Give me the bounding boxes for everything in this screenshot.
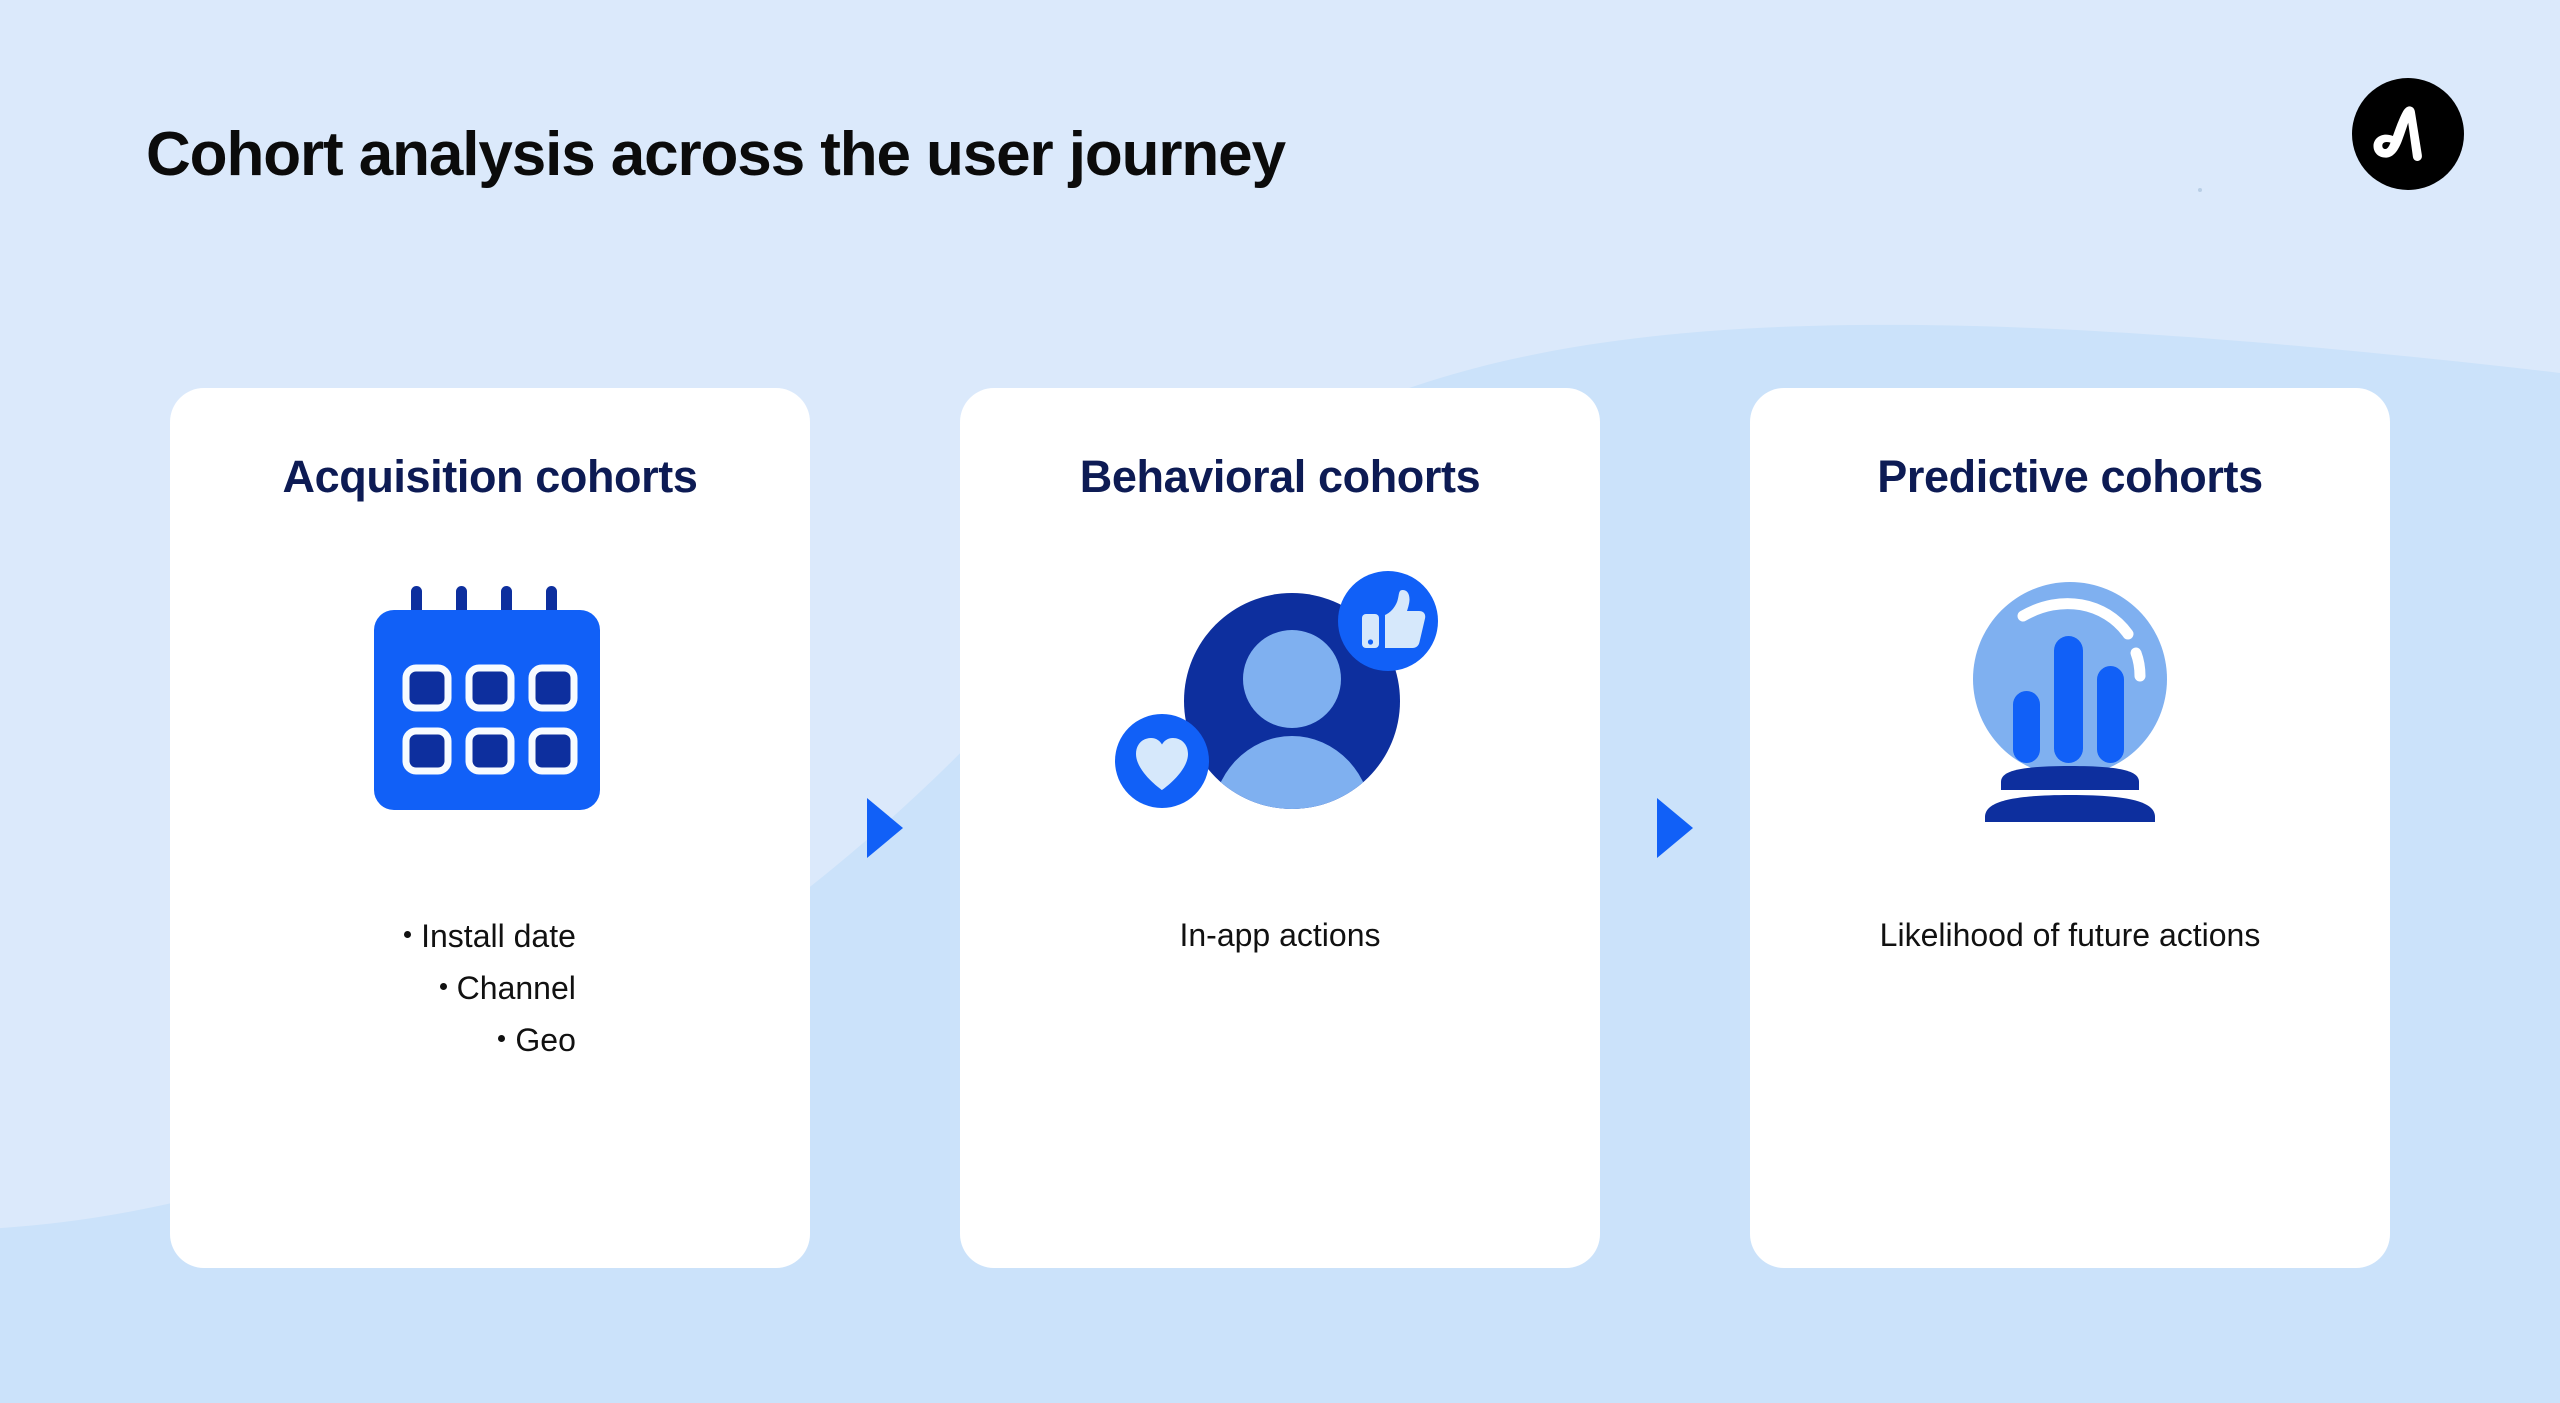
card-title: Behavioral cohorts: [1079, 451, 1481, 502]
card-body: Install date Channel Geo: [404, 911, 576, 1066]
amplitude-logo[interactable]: [2352, 78, 2464, 190]
card-body: Likelihood of future actions: [1879, 917, 2261, 954]
crystal-ball-chart-icon: [1955, 571, 2185, 831]
card-title: Predictive cohorts: [1877, 451, 2263, 502]
bullet-dot-icon: [439, 982, 447, 990]
card-predictive-cohorts[interactable]: Predictive cohorts: [1750, 388, 2390, 1268]
play-triangle-right-icon: [1657, 798, 1693, 858]
card-behavioral-cohorts[interactable]: Behavioral cohorts: [960, 388, 1600, 1268]
play-triangle-right-icon: [867, 798, 903, 858]
card-body: In-app actions: [1179, 917, 1381, 954]
list-item: Channel: [404, 963, 576, 1015]
calendar-icon: [370, 571, 610, 831]
list-item-label: Channel: [456, 969, 576, 1006]
user-engagement-icon: [1110, 571, 1450, 831]
flow-arrow-1: [810, 388, 960, 1268]
list-item: Install date: [404, 911, 576, 963]
cards-row: Acquisition cohorts: [0, 388, 2560, 1268]
decorative-dot: [2198, 188, 2202, 192]
amplitude-a-mark-icon: [2373, 106, 2422, 161]
list-item-label: Geo: [515, 1021, 576, 1058]
page-title: Cohort analysis across the user journey: [146, 120, 1286, 189]
bullet-list: Install date Channel Geo: [404, 911, 576, 1066]
bullet-dot-icon: [498, 1034, 506, 1042]
card-acquisition-cohorts[interactable]: Acquisition cohorts: [170, 388, 810, 1268]
logo-circle-background: [2352, 78, 2464, 190]
card-title: Acquisition cohorts: [282, 451, 698, 502]
flow-arrow-2: [1600, 388, 1750, 1268]
list-item: Geo: [404, 1015, 576, 1067]
list-item-label: Install date: [421, 918, 576, 955]
bullet-dot-icon: [404, 931, 412, 939]
